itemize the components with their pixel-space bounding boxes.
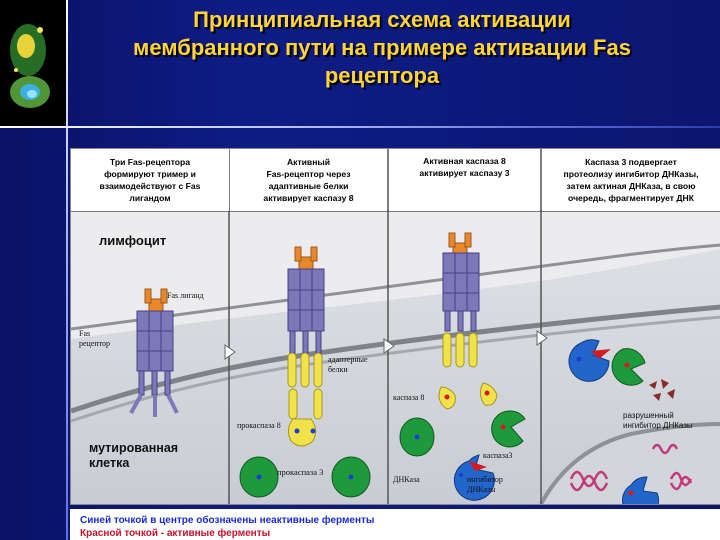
caption-step-1: Три Fas-рецептора формируют тример и вза… xyxy=(71,149,229,211)
label-dnase-inhibitor: ингибитор ДНКазы xyxy=(467,475,503,495)
diagram-panel: Три Fas-рецептора формируют тример и вза… xyxy=(70,148,720,505)
slide-title: Принципиальная схема активации мембранно… xyxy=(82,6,682,90)
caption-3-line-2: активирует каспазу 3 xyxy=(419,168,510,178)
label-adaptor-line-1: адаптерные xyxy=(328,355,368,364)
caption-4-line-4: очередь, фрагментирует ДНК xyxy=(568,193,694,203)
caption-step-4: Каспаза 3 подвергает протеолизу ингибито… xyxy=(542,149,720,211)
label-mutant-cell: мутированная клетка xyxy=(89,441,178,471)
panel4-enzymes xyxy=(568,339,693,504)
label-destroyed-line-1: разрушенный xyxy=(623,411,674,420)
title-line-3: рецептора xyxy=(324,63,440,88)
caption-1-line-3: взаимодействуют с Fas xyxy=(99,181,201,191)
panel1-receptor xyxy=(129,288,179,417)
label-inhibitor-line-2: ДНКазы xyxy=(467,485,496,494)
caption-2-line-4: активирует каспазу 8 xyxy=(263,193,354,203)
caption-4-line-2: протеолизу ингибитор ДНКазы, xyxy=(563,169,699,179)
label-destroyed-line-2: ингибитор ДНКазы xyxy=(623,421,693,430)
label-adaptor-proteins: адаптерные белки xyxy=(328,355,368,375)
label-destroyed-inhibitor: разрушенный ингибитор ДНКазы xyxy=(623,411,693,431)
panel2-procaspase3 xyxy=(239,456,371,498)
label-fas-ligand: Fas лиганд xyxy=(167,291,204,300)
label-mutant-line-1: мутированная xyxy=(89,441,179,455)
caption-4-line-3: затем актиная ДНКаза, в свою xyxy=(566,181,696,191)
label-inhibitor-line-1: ингибитор xyxy=(467,475,503,484)
label-caspase-8: каспаза 8 xyxy=(393,393,425,402)
caption-1-line-4: лигандом xyxy=(129,193,171,203)
title-line-2: мембранного пути на примере активации Fa… xyxy=(133,35,631,60)
corner-cell-image xyxy=(0,0,66,126)
caption-4-line-1: Каспаза 3 подвергает xyxy=(585,157,677,167)
label-adaptor-line-2: белки xyxy=(328,365,348,374)
caption-1-line-2: формируют тример и xyxy=(104,169,196,179)
panel3-receptor xyxy=(438,232,498,410)
legend-inactive-note: Синей точкой в центре обозначены неактив… xyxy=(80,515,375,526)
label-procaspase-3: прокаспаза 3 xyxy=(277,467,324,477)
panel2-receptor xyxy=(287,246,325,447)
label-fas-receptor-line-1: Fas xyxy=(79,329,91,338)
label-fas-receptor-line-2: рецептор xyxy=(79,339,111,348)
caption-2-line-3: адаптивные белки xyxy=(268,181,349,191)
label-fas-receptor: Fas рецептор xyxy=(79,329,110,349)
caption-2-line-2: Fas-рецептор через xyxy=(266,169,351,179)
legend-active-note: Красной точкой - активные ферменты xyxy=(80,528,271,539)
legend-footer: Синей точкой в центре обозначены неактив… xyxy=(70,509,720,540)
title-line-1: Принципиальная схема активации xyxy=(193,7,571,32)
caption-step-2: Активный Fas-рецептор через адаптивные б… xyxy=(230,149,387,211)
label-lymphocyte: лимфоцит xyxy=(99,233,167,248)
caption-2-line-1: Активный xyxy=(286,157,331,167)
caption-step-3: Активная каспаза 8 активирует каспазу 3 xyxy=(389,149,540,211)
caption-1-line-1: Три Fas-рецептора xyxy=(109,157,191,167)
label-mutant-line-2: клетка xyxy=(89,456,130,470)
label-procaspase-8: прокаспаза 8 xyxy=(237,421,281,430)
horizontal-divider xyxy=(0,126,720,128)
caption-3-line-1: Активная каспаза 8 xyxy=(423,156,506,166)
vertical-divider xyxy=(66,0,68,540)
label-dnase: ДНКаза xyxy=(393,475,420,484)
label-caspase-3: каспаза3 xyxy=(483,451,513,460)
diagram-drawing xyxy=(71,149,720,504)
panel3-caspase3 xyxy=(399,410,526,501)
